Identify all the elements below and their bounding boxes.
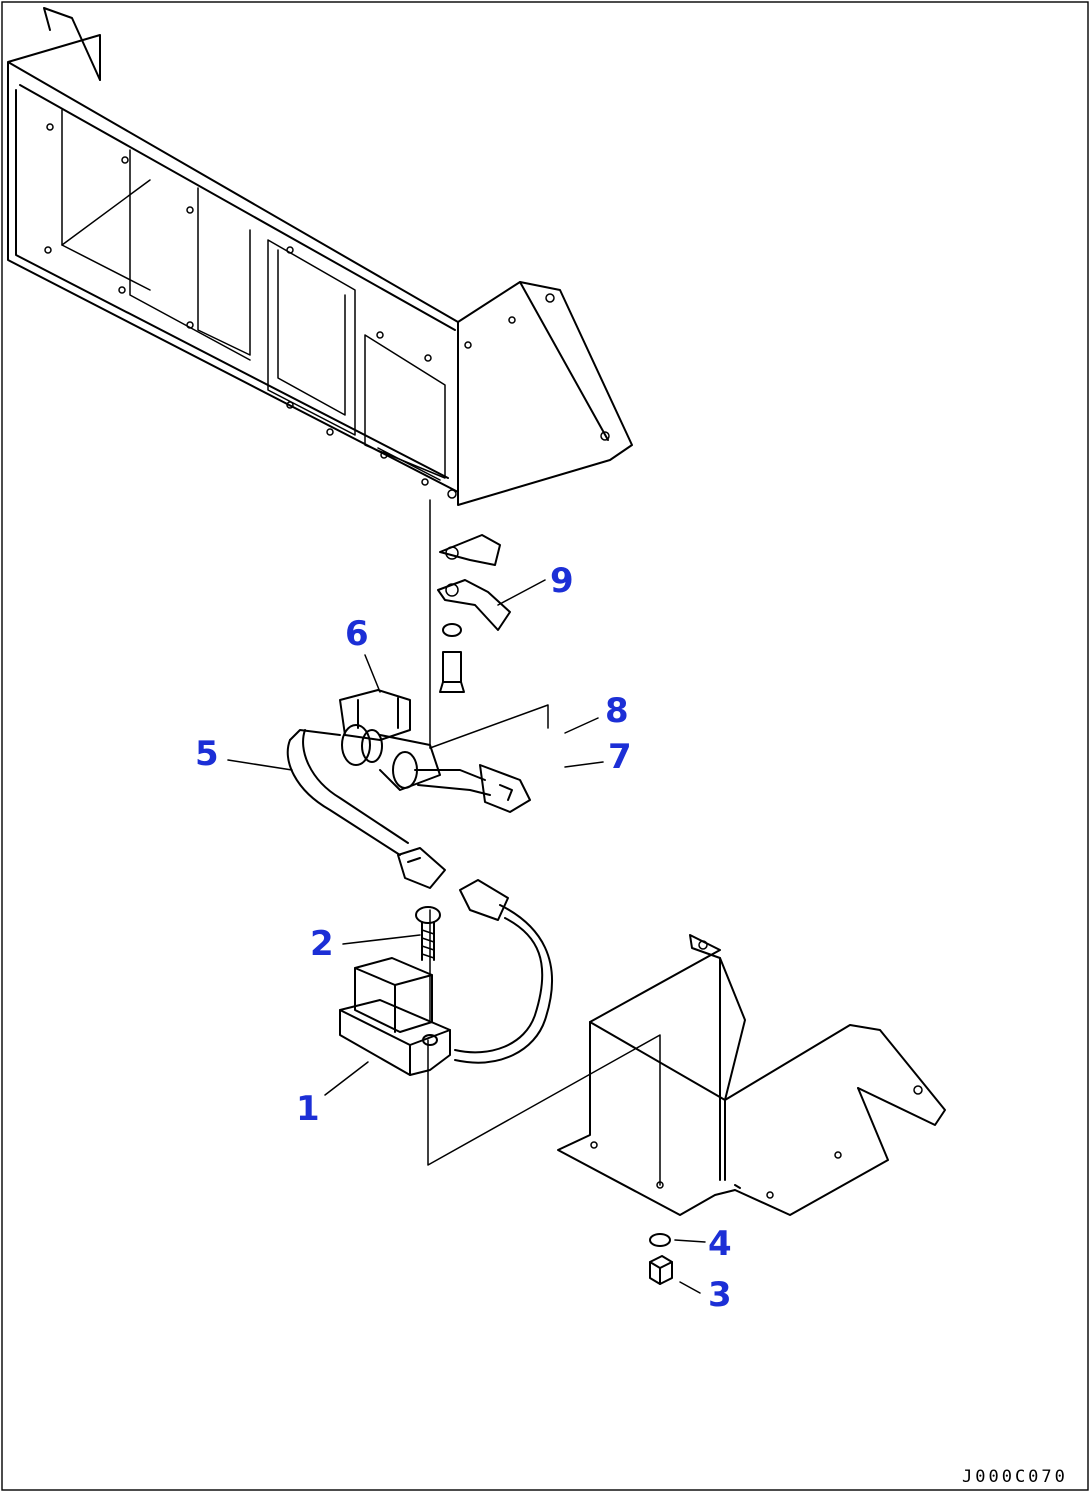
assembly-lines [427, 499, 661, 1186]
callout-4: 4 [708, 1224, 732, 1264]
wiring-harness [286, 689, 531, 889]
clamp-assembly [437, 534, 511, 693]
unit-cable [454, 879, 554, 1064]
callout-leaders [227, 579, 706, 1294]
callout-5: 5 [195, 734, 219, 774]
callout-1: 1 [296, 1089, 320, 1129]
mounting-bracket [557, 934, 946, 1216]
screw [415, 906, 441, 961]
callout-8: 8 [605, 691, 629, 731]
callout-6: 6 [345, 614, 369, 654]
panel-frame [7, 7, 633, 506]
callout-7: 7 [608, 737, 632, 777]
callout-9: 9 [550, 561, 574, 601]
drawing-code: J000C070 [962, 1467, 1068, 1487]
washer-and-nut [649, 1233, 673, 1285]
callout-3: 3 [708, 1275, 732, 1315]
callout-2: 2 [310, 924, 334, 964]
relay-unit [339, 957, 451, 1076]
